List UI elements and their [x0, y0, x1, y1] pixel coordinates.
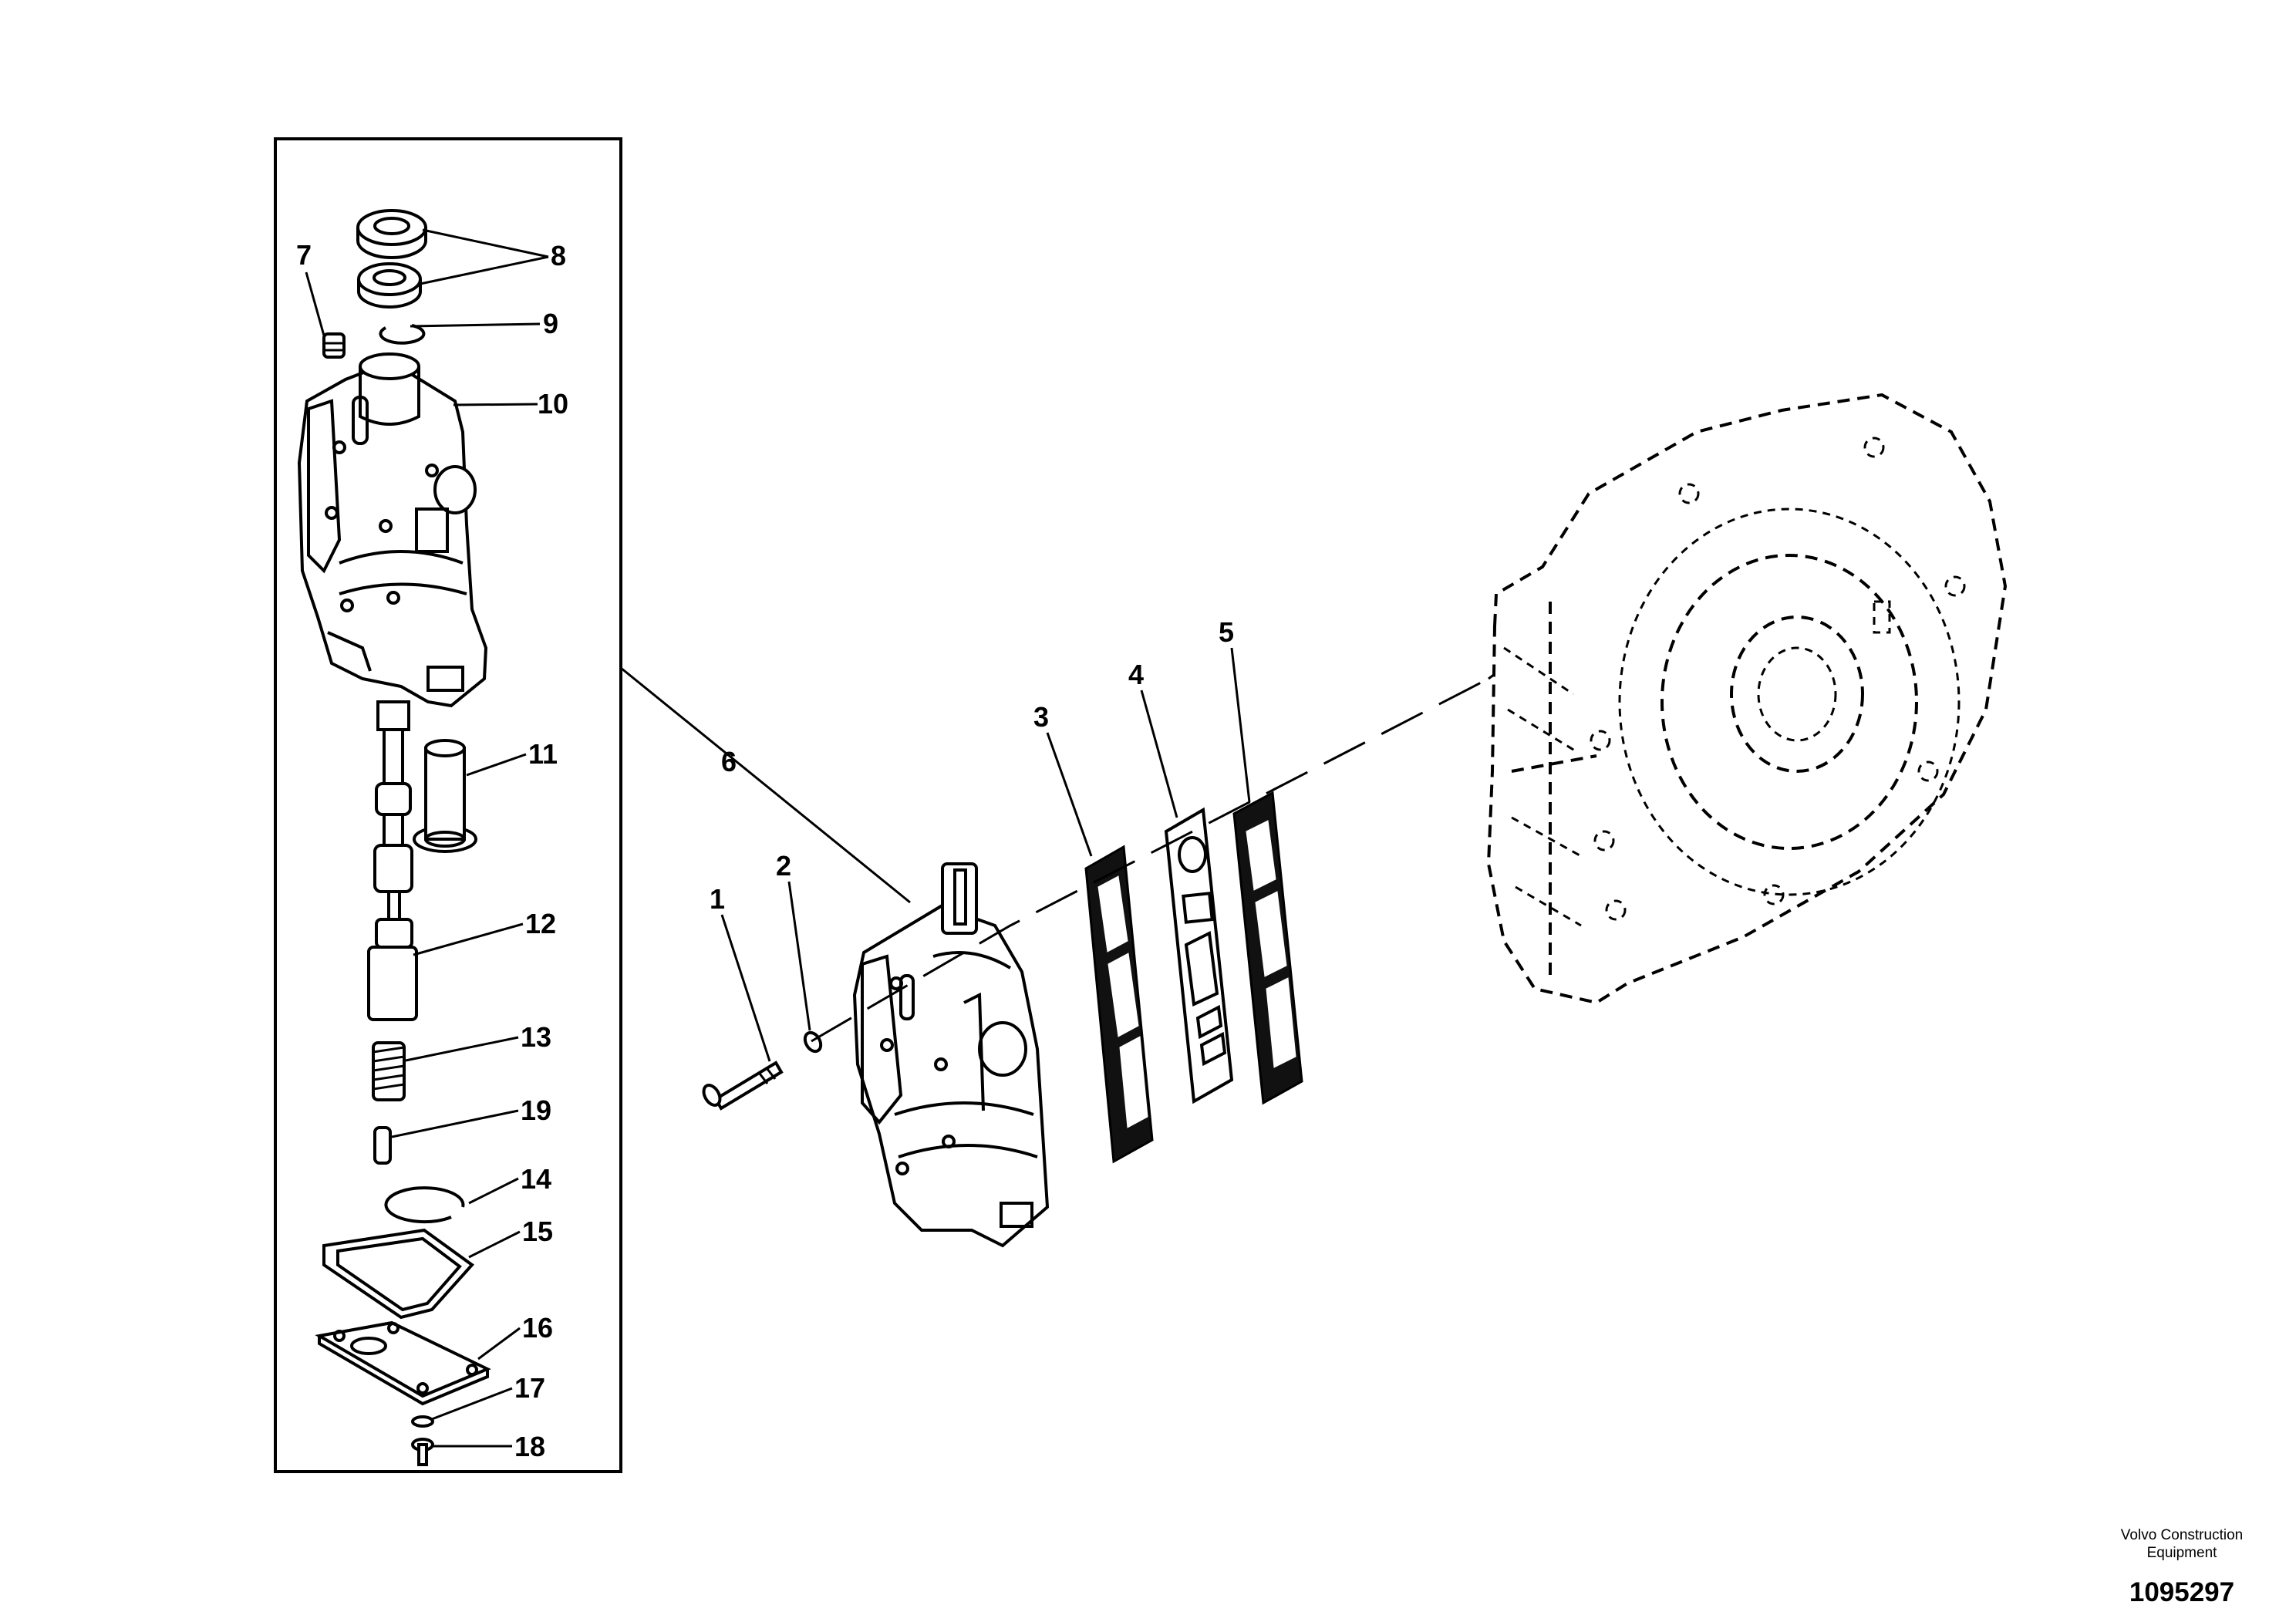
- label-part-5: 5: [1219, 616, 1234, 648]
- label-part-13: 13: [521, 1021, 551, 1053]
- label-part-4: 4: [1128, 659, 1144, 690]
- label-part-14: 14: [521, 1163, 551, 1195]
- part-3-gasket: [1084, 845, 1154, 1164]
- part-7-plug: [322, 332, 346, 359]
- label-part-16: 16: [522, 1312, 553, 1344]
- transmission-housing: [1486, 393, 2008, 1005]
- manufacturer-caption: Volvo Construction Equipment: [2097, 1526, 2267, 1562]
- part-6-valve-assembly: [852, 862, 1050, 1248]
- part-19-pin: [373, 1126, 392, 1165]
- leader-lines: [305, 228, 1251, 1448]
- part-5-gasket: [1232, 791, 1303, 1105]
- part-13-spring: [372, 1041, 406, 1101]
- label-part-7: 7: [296, 239, 312, 271]
- part-4-plate: [1164, 807, 1234, 1104]
- part-8-seals: [356, 209, 427, 309]
- label-part-12: 12: [525, 908, 556, 939]
- part-14-retaining-ring: [384, 1186, 465, 1224]
- illustration-reference-number: 1095297: [2129, 1577, 2235, 1607]
- manufacturer-line-1: Volvo Construction: [2120, 1527, 2244, 1543]
- part-17-washer: [411, 1415, 434, 1428]
- label-part-3: 3: [1033, 701, 1049, 733]
- part-12-spool: [367, 700, 418, 1021]
- part-9-snap-ring: [379, 324, 426, 345]
- label-part-19: 19: [521, 1094, 551, 1126]
- label-part-8: 8: [551, 240, 566, 271]
- label-part-2: 2: [776, 850, 791, 882]
- label-part-6: 6: [721, 746, 737, 777]
- part-18-screw: [411, 1438, 434, 1466]
- part-1-bolt: [702, 1061, 784, 1111]
- axis-to-housing-line: [1488, 673, 1495, 680]
- label-part-10: 10: [538, 388, 568, 420]
- label-part-18: 18: [514, 1431, 545, 1462]
- label-part-11: 11: [528, 738, 558, 770]
- label-part-17: 17: [514, 1372, 545, 1404]
- part-10-valve-housing: [297, 352, 488, 708]
- manufacturer-line-2: Equipment: [2146, 1545, 2217, 1561]
- label-part-15: 15: [522, 1216, 553, 1247]
- part-15-gasket: [322, 1228, 474, 1320]
- label-part-9: 9: [543, 308, 558, 339]
- part-2-washer: [803, 1030, 823, 1054]
- part-16-cover-plate: [315, 1320, 491, 1406]
- part-11-sleeve: [413, 739, 477, 853]
- assembly-axis-line: [811, 677, 1489, 1043]
- detail-frame: [274, 137, 622, 1473]
- label-part-1: 1: [710, 883, 725, 915]
